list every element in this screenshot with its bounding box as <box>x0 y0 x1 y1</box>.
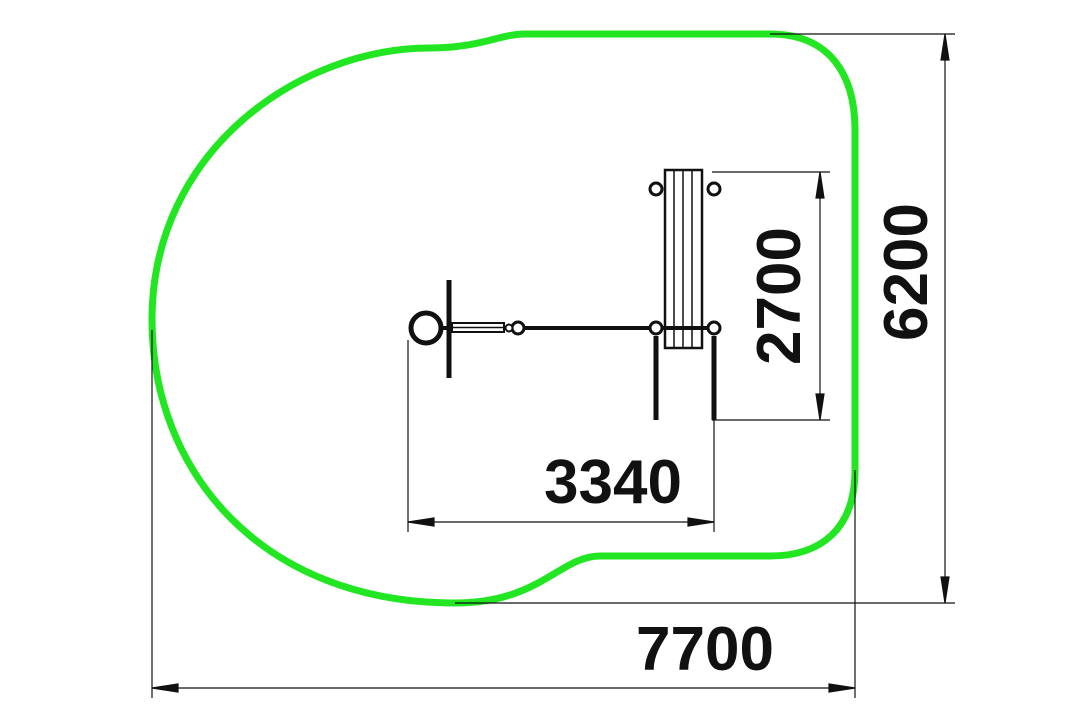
arrowhead-equip-bottom <box>815 393 825 421</box>
overall-height-dimension <box>455 33 955 604</box>
overall-width-label: 7700 <box>636 615 774 684</box>
bolt-top-left <box>648 181 664 197</box>
equipment-depth-dimension <box>712 171 830 421</box>
equipment-width-label: 3340 <box>544 448 682 517</box>
arrowhead-top <box>940 33 950 61</box>
overall-width-dimension <box>151 330 856 698</box>
arrowhead-bottom <box>940 576 950 604</box>
arrowhead-right <box>828 683 856 693</box>
arrowhead-equip-top <box>815 171 825 199</box>
arrowhead-equip-left <box>407 517 435 527</box>
equipment-depth-label: 2700 <box>745 227 814 365</box>
overall-height-label: 6200 <box>872 203 941 341</box>
arrowhead-left <box>151 683 179 693</box>
equipment-width-dimension <box>407 340 715 532</box>
arm-joint-small <box>504 323 514 333</box>
arm-joint <box>510 320 526 336</box>
exercise-equipment <box>408 168 722 420</box>
wheel <box>408 310 444 346</box>
bolt-top-right <box>706 181 722 197</box>
bolt-mid-left <box>648 320 664 336</box>
bolt-mid-right <box>706 320 722 336</box>
arrowhead-equip-right <box>687 517 715 527</box>
